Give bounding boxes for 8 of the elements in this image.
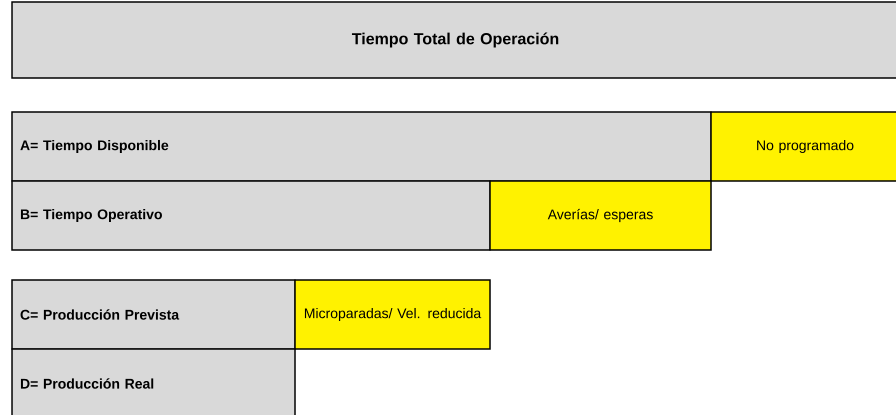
loss-box: No programado: [710, 111, 896, 182]
metric-box: C= Producción Prevista: [11, 279, 296, 350]
metric-box: A= Tiempo Disponible: [11, 111, 712, 182]
loss-box: Averías/ esperas: [489, 180, 712, 251]
loss-box: Microparadas/ Vel. reducida: [294, 279, 491, 350]
metric-box: B= Tiempo Operativo: [11, 180, 491, 251]
metric-box: D= Producción Real: [11, 348, 296, 415]
title-box: Tiempo Total de Operación: [11, 1, 896, 79]
